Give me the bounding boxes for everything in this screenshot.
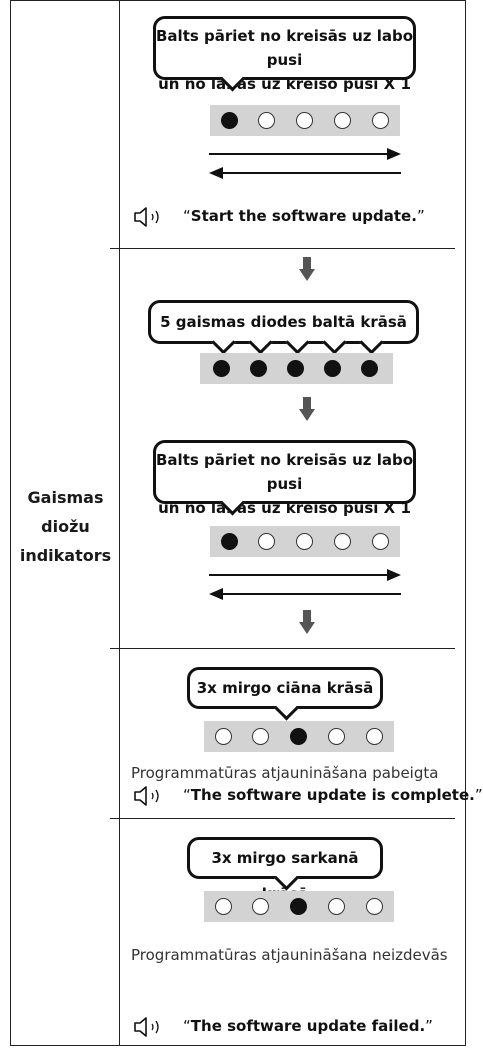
led-indicator: [366, 728, 383, 745]
led-indicator: [250, 360, 267, 377]
down-arrow-icon: [299, 610, 315, 634]
led-indicator: [252, 728, 269, 745]
led-indicator: [215, 728, 232, 745]
speech-bubble-cyan: 3x mirgo ciāna krāsā: [187, 667, 383, 721]
speaker-icon: [134, 786, 159, 806]
row-separator: [110, 648, 455, 649]
led-bar: [204, 721, 394, 752]
row-label-line-1: Gaismas: [27, 488, 104, 507]
led-indicator: [221, 112, 238, 129]
voice-text: Start the software update.: [190, 207, 417, 225]
speaker-icon: [134, 207, 159, 227]
row-label-cell: Gaismas diožu indikators: [11, 1, 120, 1045]
led-indicator: [296, 112, 313, 129]
led-indicator: [324, 360, 341, 377]
bubble-text-line-1: Balts pāriet no kreisās uz labo pusi: [156, 27, 414, 69]
voice-prompt-failed: “The software update failed.”: [183, 1017, 433, 1035]
led-indicator: [296, 533, 313, 550]
bubble-text: 3x mirgo ciāna krāsā: [196, 679, 374, 697]
left-arrow-icon: [209, 167, 401, 179]
led-indicator: [366, 898, 383, 915]
status-text: Programmatūras atjaunināšana pabeigta: [131, 764, 439, 782]
led-bar: [210, 526, 400, 557]
sweep-arrows: [209, 569, 401, 600]
led-bar: [200, 353, 393, 384]
bubble-text: 5 gaismas diodes baltā krāsā: [160, 313, 407, 331]
sweep-arrows: [209, 148, 401, 179]
speaker-icon: [134, 1017, 159, 1037]
led-indicator: [213, 360, 230, 377]
led-indicator: [372, 533, 389, 550]
led-indicator: [258, 533, 275, 550]
left-arrow-icon: [209, 588, 401, 600]
led-indicator: [258, 112, 275, 129]
row-separator: [110, 818, 455, 819]
led-bar: [210, 105, 400, 136]
right-arrow-icon: [209, 148, 401, 160]
led-indicator: [290, 898, 307, 915]
led-indicator: [361, 360, 378, 377]
led-bar: [204, 891, 394, 922]
bubble-text-line-2: un no labās uz kreiso pusi X 1: [158, 499, 411, 517]
led-indicator: [287, 360, 304, 377]
down-arrow-icon: [299, 397, 315, 421]
row-label-line-2: diožu: [41, 517, 90, 536]
voice-text: The software update is complete.: [190, 786, 475, 804]
row-label-line-3: indikators: [19, 546, 112, 565]
bubble-text-line-1: Balts pāriet no kreisās uz labo pusi: [156, 451, 414, 493]
row-separator: [110, 248, 455, 249]
led-indicator: [290, 728, 307, 745]
bubble-text-line-2: un no labās uz kreiso pusi X 1: [158, 75, 411, 93]
right-arrow-icon: [209, 569, 401, 581]
led-indicator: [328, 898, 345, 915]
speech-bubble-sweep: Balts pāriet no kreisās uz labo pusi un …: [153, 16, 416, 93]
voice-prompt-complete: “The software update is complete.”: [183, 786, 483, 804]
down-arrow-icon: [299, 257, 315, 281]
row-label: Gaismas diožu indikators: [11, 483, 120, 570]
speech-bubble-all-white: 5 gaismas diodes baltā krāsā: [148, 300, 419, 355]
voice-text: The software update failed.: [190, 1017, 426, 1035]
led-indicator: [334, 533, 351, 550]
status-text: Programmatūras atjaunināšana neizdevās: [131, 946, 448, 964]
led-indicator: [328, 728, 345, 745]
led-indicator: [372, 112, 389, 129]
led-indicator: [221, 533, 238, 550]
indicator-table: Gaismas diožu indikators: [10, 0, 466, 1046]
speech-bubble-sweep: Balts pāriet no kreisās uz labo pusi un …: [153, 440, 416, 517]
led-indicator: [334, 112, 351, 129]
led-indicator: [215, 898, 232, 915]
voice-prompt-start: “Start the software update.”: [183, 207, 425, 225]
speech-bubble-red: 3x mirgo sarkanā krāsā: [187, 837, 383, 903]
led-indicator: [252, 898, 269, 915]
